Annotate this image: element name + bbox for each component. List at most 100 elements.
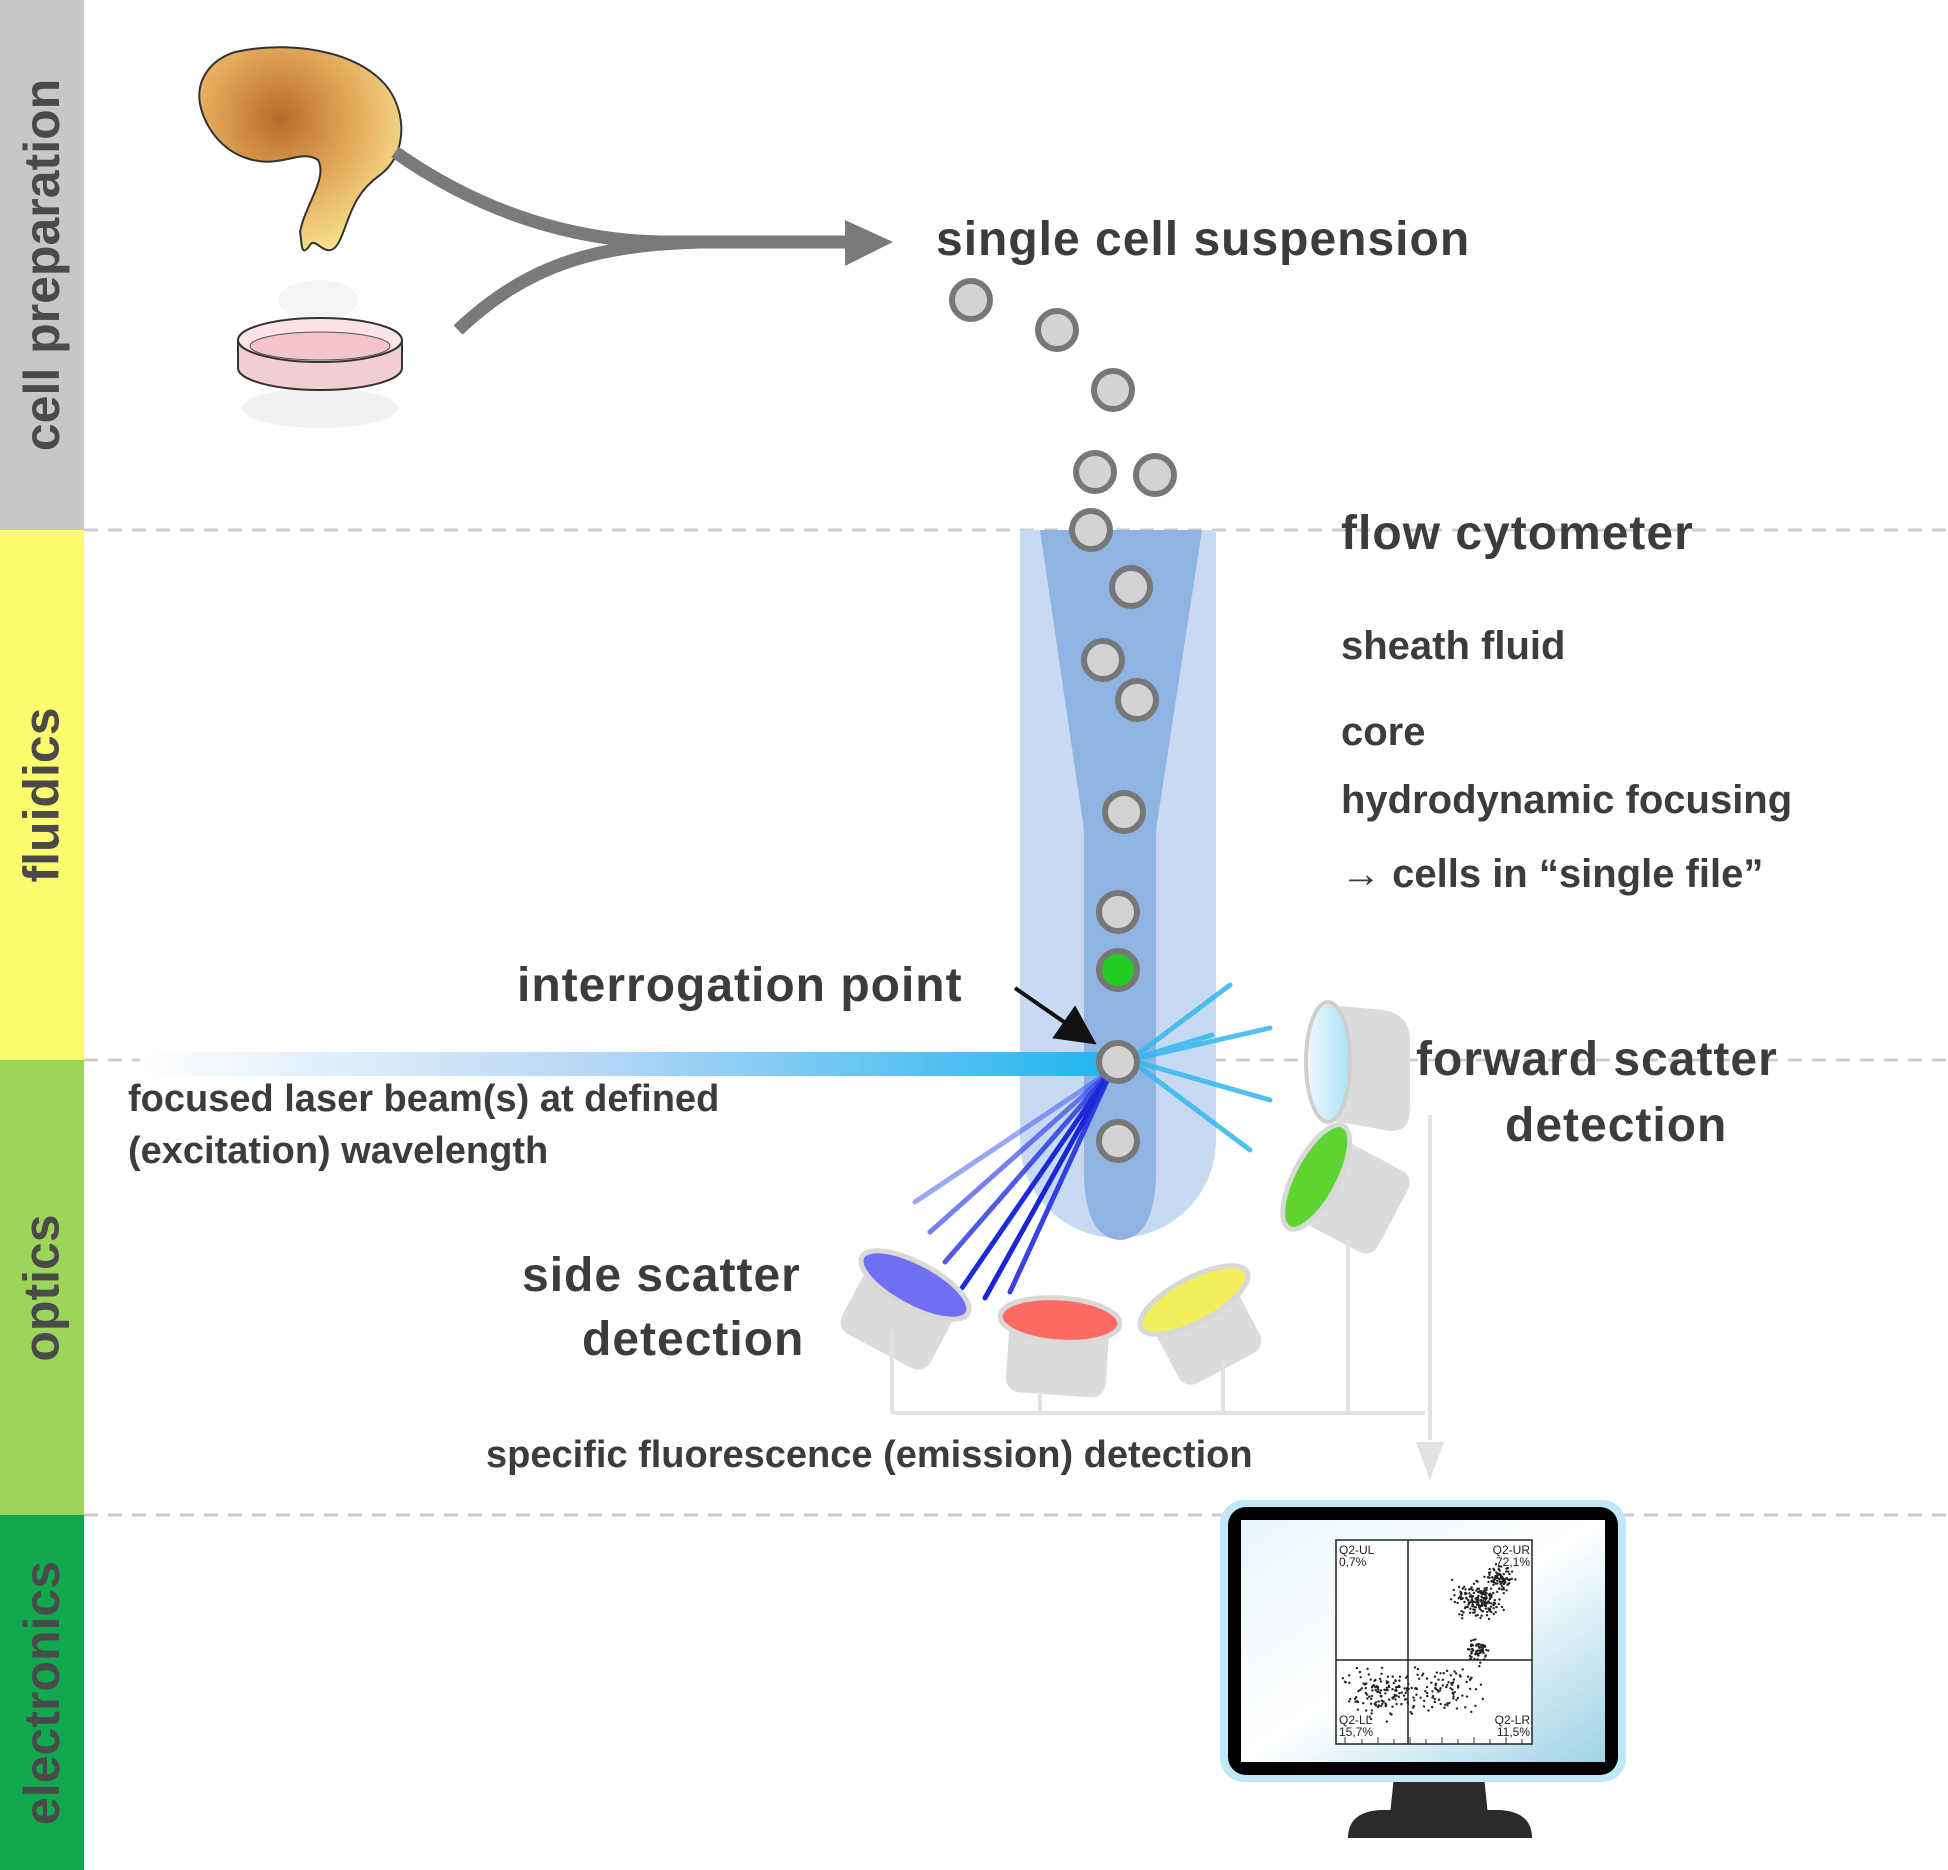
plot-dot: [1463, 1585, 1466, 1589]
plot-dot: [1360, 1687, 1364, 1690]
plot-dot: [1437, 1678, 1440, 1681]
plot-dot: [1510, 1570, 1514, 1573]
plot-dot: [1466, 1675, 1470, 1678]
plot-dot: [1384, 1703, 1388, 1707]
plot-dot: [1447, 1681, 1450, 1684]
plot-dot: [1479, 1661, 1482, 1664]
forward-scatter-detector-icon: [1304, 1000, 1410, 1131]
cells-single-file-label: → cells in “single file”: [1341, 852, 1764, 896]
quadrant-ur-label: Q2-UR: [1493, 1543, 1531, 1557]
plot-dot: [1374, 1704, 1378, 1707]
plot-dot: [1469, 1677, 1472, 1680]
plot-dot: [1419, 1696, 1422, 1699]
plot-dot: [1446, 1702, 1449, 1705]
band-fluidics: fluidics: [0, 530, 84, 1060]
plot-dot: [1474, 1644, 1478, 1647]
plot-dot: [1389, 1712, 1392, 1715]
plot-dot: [1479, 1683, 1483, 1686]
band-optics: optics: [0, 1060, 84, 1515]
plot-dot: [1501, 1578, 1505, 1581]
laser-beam-label-line2: (excitation) wavelength: [128, 1130, 549, 1172]
plot-dot: [1461, 1617, 1464, 1620]
plot-dot: [1466, 1648, 1470, 1651]
signal-wiring: [890, 1115, 1432, 1440]
plot-dot: [1467, 1601, 1471, 1604]
plot-dot: [1488, 1597, 1492, 1601]
plot-dot: [1473, 1657, 1476, 1661]
plot-dot: [1484, 1654, 1487, 1657]
plot-dot: [1480, 1590, 1483, 1593]
quadrant-ur-value: 72,1%: [1496, 1555, 1530, 1569]
plot-dot: [1453, 1690, 1456, 1694]
plot-dot: [1469, 1611, 1472, 1615]
plot-dot: [1474, 1614, 1478, 1617]
plot-dot: [1474, 1653, 1477, 1656]
plot-dot: [1453, 1600, 1457, 1604]
plot-dot: [1367, 1673, 1371, 1676]
plot-dot: [1457, 1597, 1461, 1600]
plot-dot: [1355, 1696, 1358, 1699]
plot-dot: [1474, 1688, 1478, 1691]
plot-dot: [1500, 1582, 1503, 1585]
plot-dot: [1443, 1706, 1446, 1709]
plot-dot: [1368, 1695, 1371, 1698]
plot-dot: [1465, 1680, 1469, 1684]
plot-dot: [1462, 1611, 1465, 1614]
dot-cloud: [1341, 1563, 1517, 1723]
plot-dot: [1496, 1579, 1499, 1582]
plot-dot: [1371, 1689, 1374, 1692]
plot-dot: [1449, 1674, 1453, 1677]
plot-dot: [1475, 1579, 1478, 1583]
plot-dot: [1369, 1717, 1373, 1721]
plot-dot: [1406, 1701, 1410, 1704]
plot-dot: [1433, 1700, 1437, 1704]
plot-dot: [1502, 1582, 1505, 1586]
plot-dot: [1510, 1577, 1514, 1581]
plot-dot: [1446, 1683, 1449, 1687]
cell: [1035, 308, 1079, 352]
single-cell-suspension-label: single cell suspension: [936, 213, 1471, 266]
plot-dot: [1413, 1699, 1416, 1702]
plot-dot: [1467, 1599, 1470, 1602]
plot-dot: [1471, 1588, 1474, 1592]
plot-dot: [1416, 1667, 1420, 1671]
plot-dot: [1457, 1585, 1461, 1589]
plot-dot: [1452, 1678, 1456, 1681]
plot-dot: [1412, 1696, 1415, 1699]
plot-dot: [1470, 1643, 1474, 1646]
fluorescent-cell: [1096, 948, 1140, 992]
plot-dot: [1467, 1603, 1470, 1606]
plot-dot: [1482, 1599, 1485, 1603]
plot-dot: [1366, 1697, 1369, 1700]
plot-dot: [1453, 1594, 1456, 1597]
plot-dot: [1472, 1600, 1476, 1604]
plot-dot: [1478, 1604, 1481, 1608]
plot-dot: [1502, 1586, 1505, 1590]
plot-dot: [1479, 1643, 1482, 1647]
plot-dot: [1391, 1705, 1394, 1708]
cell: [1133, 453, 1177, 497]
plot-dot: [1459, 1675, 1462, 1678]
plot-dot: [1370, 1709, 1374, 1712]
quadrant-ll-label: Q2-LL: [1339, 1713, 1373, 1727]
cell: [1091, 368, 1135, 412]
plot-dot: [1480, 1595, 1483, 1598]
plot-dot: [1469, 1607, 1472, 1611]
plot-dot: [1380, 1704, 1383, 1708]
plot-dot: [1416, 1673, 1419, 1677]
plot-dot: [1409, 1710, 1412, 1714]
plot-dot: [1430, 1681, 1433, 1684]
plot-dot: [1398, 1692, 1401, 1695]
plot-dot: [1455, 1672, 1458, 1675]
plot-dot: [1413, 1666, 1417, 1669]
plot-dot: [1493, 1599, 1497, 1602]
plot-dot: [1434, 1682, 1438, 1685]
plot-dot: [1441, 1678, 1445, 1682]
plot-dot: [1402, 1694, 1406, 1697]
plot-dot: [1484, 1594, 1487, 1597]
plot-dot: [1488, 1567, 1491, 1571]
plot-dot: [1508, 1572, 1511, 1576]
plot-dot: [1357, 1689, 1360, 1693]
plot-dot: [1422, 1672, 1425, 1675]
plot-dot: [1403, 1698, 1407, 1701]
